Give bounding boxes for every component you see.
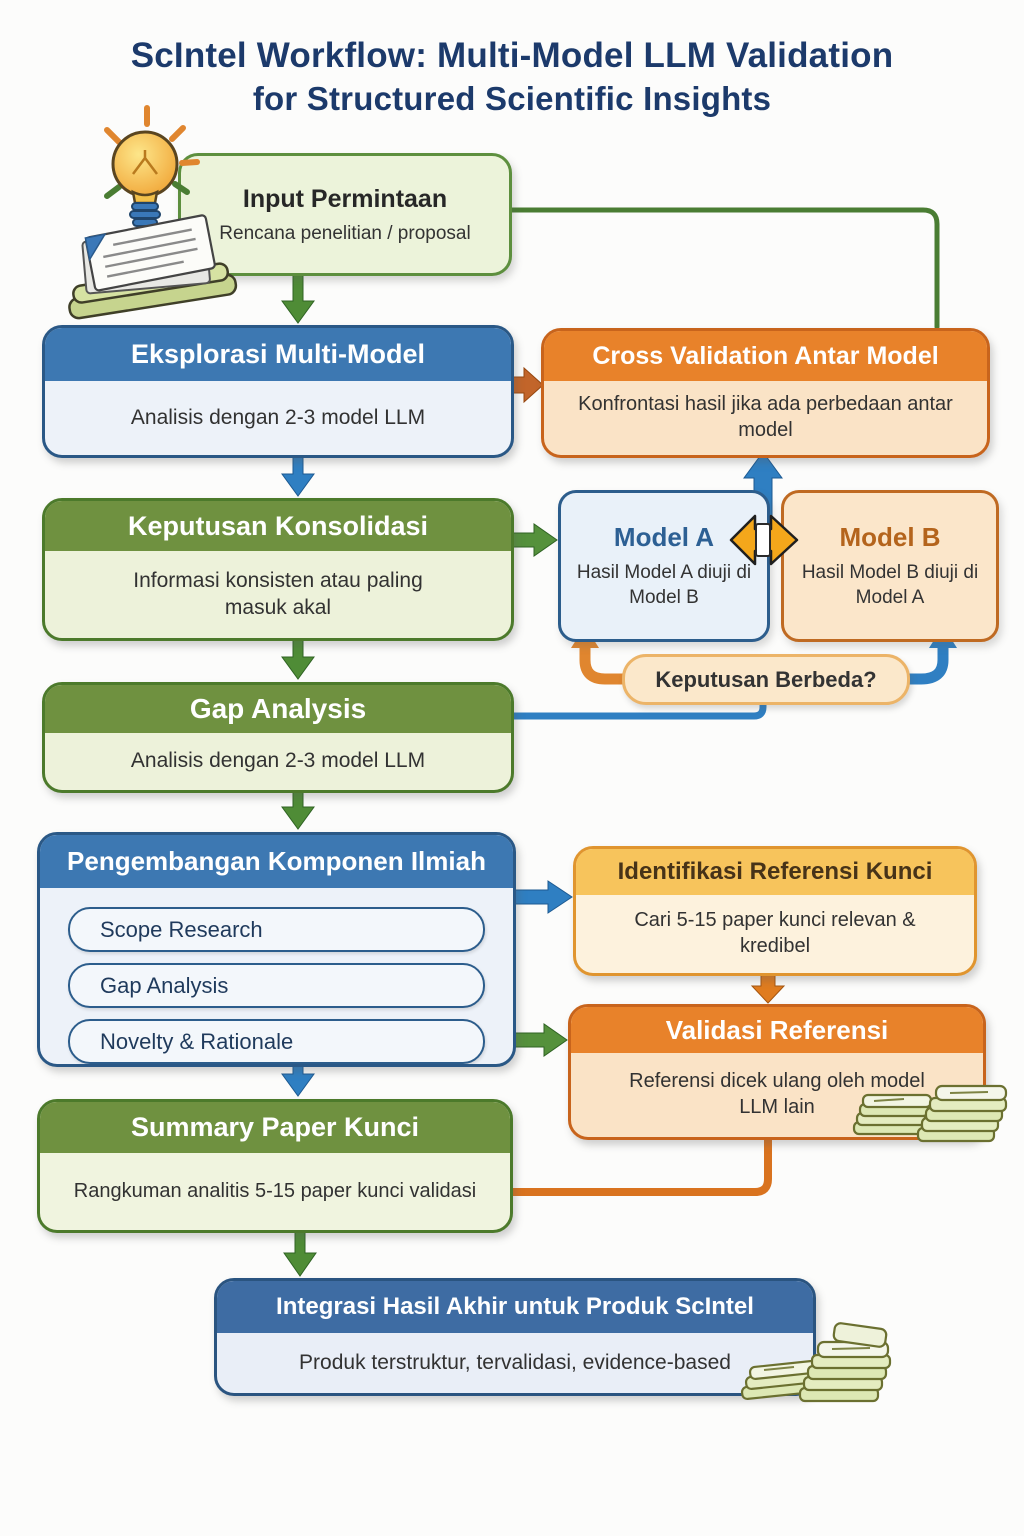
- connector-validasi-to-summary: [504, 1130, 772, 1196]
- arrow-eksplorasi-to-keputusan: [281, 454, 315, 497]
- validasi-header: Validasi Referensi: [571, 1007, 983, 1053]
- arrow-pengembangan-to-summary: [281, 1062, 315, 1097]
- component-pill-gap-analysis: Gap Analysis: [68, 963, 485, 1008]
- summary-header: Summary Paper Kunci: [40, 1102, 510, 1153]
- node-validasi-referensi: Validasi Referensi Referensi dicek ulang…: [568, 1004, 986, 1140]
- eksplorasi-header: Eksplorasi Multi-Model: [45, 328, 511, 381]
- arrow-input-to-eksplorasi: [281, 270, 315, 324]
- pengembangan-header: Pengembangan Komponen Ilmiah: [40, 835, 513, 888]
- node-input-permintaan: Input Permintaan Rencana penelitian / pr…: [178, 153, 512, 276]
- keputusan-header: Keputusan Konsolidasi: [45, 501, 511, 551]
- input-subtitle: Rencana penelitian / proposal: [219, 222, 471, 244]
- node-cross-validation: Cross Validation Antar Model Konfrontasi…: [541, 328, 990, 458]
- eksplorasi-body: Analisis dengan 2-3 model LLM: [130, 405, 426, 429]
- integrasi-body: Produk terstruktur, tervalidasi, evidenc…: [299, 1350, 731, 1374]
- arrow-gap-to-pengembangan: [281, 788, 315, 830]
- component-pill-novelty-rationale: Novelty & Rationale: [68, 1019, 485, 1064]
- keputusan-body: Informasi konsisten atau paling masuk ak…: [133, 568, 423, 619]
- node-eksplorasi-multi-model: Eksplorasi Multi-Model Analisis dengan 2…: [42, 325, 514, 458]
- node-keputusan-berbeda: Keputusan Berbeda?: [622, 654, 910, 705]
- model-a-title: Model A: [613, 521, 715, 552]
- node-integrasi-hasil-akhir: Integrasi Hasil Akhir untuk Produk ScInt…: [214, 1278, 816, 1396]
- identifikasi-body: Cari 5-15 paper kunci relevan & kredibel: [634, 909, 916, 957]
- node-summary-paper-kunci: Summary Paper Kunci Rangkuman analitis 5…: [37, 1099, 513, 1233]
- pengembangan-body: Scope Research Gap Analysis Novelty & Ra…: [40, 888, 513, 1064]
- arrow-keputusan-berbeda-to-model-a: [579, 640, 632, 685]
- model-b-title: Model B: [839, 521, 941, 552]
- arrow-keputusan-to-gap: [281, 636, 315, 680]
- node-identifikasi-referensi: Identifikasi Referensi Kunci Cari 5-15 p…: [573, 846, 977, 976]
- identifikasi-header: Identifikasi Referensi Kunci: [576, 849, 974, 895]
- page-title-line1: ScIntel Workflow: Multi-Model LLM Valida…: [130, 36, 894, 75]
- cross-validation-header: Cross Validation Antar Model: [544, 331, 987, 381]
- page-title-line2: for Structured Scientific Insights: [252, 80, 772, 117]
- arrow-summary-to-integrasi: [283, 1228, 317, 1277]
- component-pill-scope-research: Scope Research: [68, 907, 485, 952]
- node-keputusan-konsolidasi: Keputusan Konsolidasi Informasi konsiste…: [42, 498, 514, 641]
- node-model-a: Model A Hasil Model A diuji di Model B: [558, 490, 770, 642]
- node-gap-analysis: Gap Analysis Analisis dengan 2-3 model L…: [42, 682, 514, 793]
- connector-input-to-crossvalidation: [503, 207, 940, 330]
- summary-body: Rangkuman analitis 5-15 paper kunci vali…: [73, 1179, 477, 1202]
- cross-validation-body: Konfrontasi hasil jika ada perbedaan ant…: [578, 393, 953, 441]
- gap-analysis-body: Analisis dengan 2-3 model LLM: [130, 749, 426, 773]
- node-pengembangan-komponen: Pengembangan Komponen Ilmiah Scope Resea…: [37, 832, 516, 1067]
- validasi-body: Referensi dicek ulang oleh model LLM lai…: [629, 1070, 925, 1118]
- model-b-body: Hasil Model B diuji di Model A: [801, 561, 979, 608]
- node-model-b: Model B Hasil Model B diuji di Model A: [781, 490, 999, 642]
- model-a-body: Hasil Model A diuji di Model B: [576, 561, 752, 608]
- arrow-pengembangan-to-validasi: [509, 1023, 568, 1057]
- integrasi-header: Integrasi Hasil Akhir untuk Produk ScInt…: [217, 1281, 813, 1333]
- arrow-pengembangan-to-identifikasi: [509, 880, 573, 914]
- input-title: Input Permintaan: [242, 184, 448, 213]
- gap-analysis-header: Gap Analysis: [45, 685, 511, 733]
